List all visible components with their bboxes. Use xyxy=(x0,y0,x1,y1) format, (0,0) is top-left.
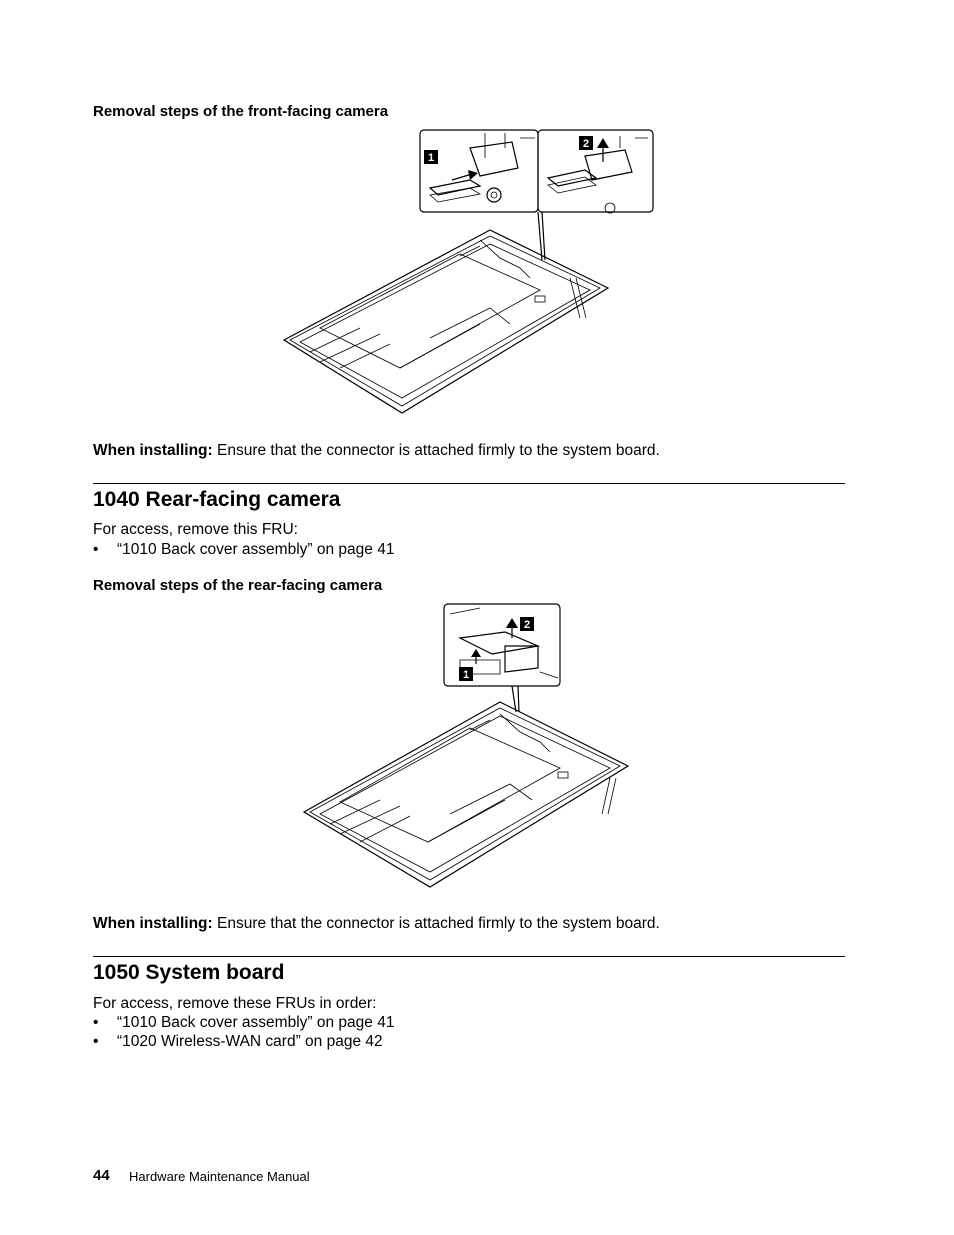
section-title-1050: 1050 System board xyxy=(93,961,285,984)
rear-tablet-frame xyxy=(302,701,630,888)
callout-2: 2 xyxy=(583,138,589,150)
bullet: • xyxy=(93,541,99,558)
front-install-note: When installing: Ensure that the connect… xyxy=(93,442,660,460)
rear-install-note: When installing: Ensure that the connect… xyxy=(93,915,660,933)
page-number: 44 xyxy=(93,1167,110,1184)
access-item-text: “1010 Back cover assembly” on page 41 xyxy=(117,1014,395,1031)
rear-camera-removal-heading: Removal steps of the rear-facing camera xyxy=(93,577,383,594)
install-label: When installing: xyxy=(93,915,213,932)
front-inset-step-2: 2 xyxy=(537,129,654,214)
bullet: • xyxy=(93,1014,99,1031)
access-item: • “1010 Back cover assembly” on page 41 xyxy=(93,1014,394,1032)
access-item: • “1010 Back cover assembly” on page 41 xyxy=(93,541,394,559)
install-text: Ensure that the connector is attached fi… xyxy=(212,915,660,932)
access-item-text: “1020 Wireless-WAN card” on page 42 xyxy=(117,1033,383,1050)
section-divider xyxy=(93,956,845,957)
front-inset-step-1: 1 xyxy=(419,129,539,213)
section-title-1040: 1040 Rear-facing camera xyxy=(93,488,341,511)
manual-title: Hardware Maintenance Manual xyxy=(129,1169,310,1184)
access-item-text: “1010 Back cover assembly” on page 41 xyxy=(117,541,395,558)
access-item: • “1020 Wireless-WAN card” on page 42 xyxy=(93,1033,383,1051)
front-tablet-frame xyxy=(282,229,610,414)
front-camera-removal-illustration: 1 2 xyxy=(282,129,654,414)
install-text: Ensure that the connector is attached fi… xyxy=(212,442,660,459)
callout-1: 1 xyxy=(428,152,434,164)
rear-camera-removal-illustration: 2 1 xyxy=(302,603,630,888)
section-divider xyxy=(93,483,845,484)
access-intro-1040: For access, remove this FRU: xyxy=(93,521,298,538)
callout-2: 2 xyxy=(524,619,530,631)
bullet: • xyxy=(93,1033,99,1050)
install-label: When installing: xyxy=(93,442,213,459)
front-camera-removal-heading: Removal steps of the front-facing camera xyxy=(93,103,389,120)
rear-inset: 2 1 xyxy=(443,603,561,687)
callout-1: 1 xyxy=(463,669,469,681)
access-intro-1050: For access, remove these FRUs in order: xyxy=(93,995,377,1012)
